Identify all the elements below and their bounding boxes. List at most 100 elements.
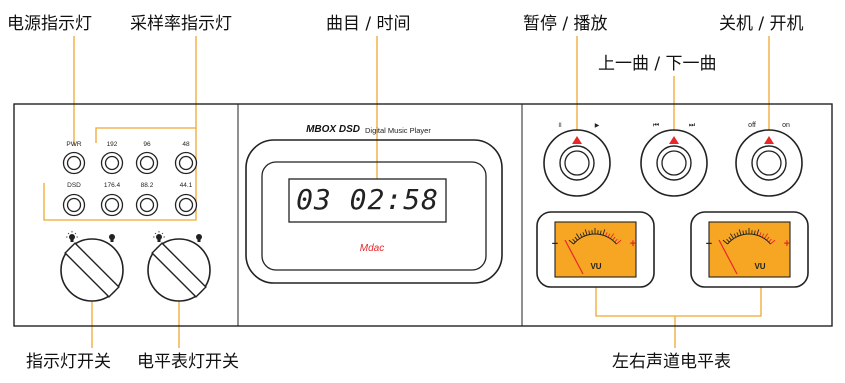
vu-tick: [607, 233, 611, 238]
knob-grip: [64, 242, 120, 298]
vu-tick: [616, 239, 622, 245]
vu-left-label: VU: [590, 262, 602, 271]
vu-needle: [564, 239, 584, 275]
play-pause-button: [543, 129, 611, 197]
bulb-ray: [154, 232, 157, 235]
vu-scale-arc: [573, 233, 617, 245]
vu-right-label: VU: [754, 262, 766, 271]
knob-bar: [151, 242, 207, 298]
vu-right-plus: +: [783, 238, 791, 250]
brand-logo: MBOX DSD: [306, 124, 360, 135]
led-top-2: [135, 151, 159, 175]
knob-grip: [151, 242, 207, 298]
led-top-3: [174, 151, 198, 175]
display-outer-frame: [245, 139, 503, 284]
vu-tick: [612, 236, 616, 241]
vu-tick: [761, 233, 765, 238]
led-top-1: [100, 151, 124, 175]
vu-tick: [579, 233, 583, 238]
vu-tick: [722, 239, 728, 245]
pause-glyph: II: [558, 123, 562, 129]
power-led-callout: 电源指示灯: [7, 14, 92, 34]
bulb-glass: [69, 234, 75, 240]
bulb-dim-icon: [66, 231, 78, 242]
vu-meters-callout: 左右声道电平表: [612, 352, 731, 372]
led-label-192: 192: [106, 141, 118, 148]
bulb-ray: [74, 232, 77, 235]
vu-tick: [764, 233, 769, 239]
vu-meters: [536, 211, 809, 288]
vu-tick: [738, 229, 742, 236]
play-pause-callout: 暂停 / 播放: [523, 14, 608, 34]
vu-tick: [614, 238, 618, 243]
vu-needle: [718, 239, 738, 275]
led-label-48: 48: [182, 141, 190, 148]
prev-next-button: [640, 129, 708, 197]
dac-logo: Mdac: [359, 243, 385, 254]
led-bottom-1: [100, 193, 124, 217]
on-label: on: [782, 122, 790, 129]
bulb-ray: [67, 232, 70, 235]
bulb-base: [197, 239, 201, 242]
vu-tick: [770, 239, 776, 245]
vu-tick: [599, 230, 602, 235]
button-marker-icon: [669, 136, 679, 144]
button-marker-icon: [764, 136, 774, 144]
button-cap-inner: [756, 150, 782, 176]
vu-tick: [766, 236, 770, 241]
vu-meter-left: [536, 211, 655, 288]
vu-tick: [726, 238, 730, 243]
push-buttons: [543, 129, 803, 197]
led-label-dsd: DSD: [67, 182, 81, 189]
display-inner-frame: [261, 161, 487, 271]
vu-tick: [742, 230, 745, 235]
led-lens: [66, 155, 82, 171]
vu-tick: [584, 229, 588, 236]
bulb-dim-icon: [153, 231, 165, 242]
led-top-0: [62, 151, 86, 175]
rate-top-bracket-leader: [95, 36, 197, 143]
button-cap-inner: [661, 150, 687, 176]
bulb-glass: [196, 234, 202, 240]
vu-tick: [602, 229, 606, 236]
knobs: [60, 231, 211, 302]
bulb-base: [157, 239, 161, 242]
vu-tick: [610, 233, 615, 239]
vu-tick: [568, 239, 574, 245]
led-label-44: 44.1: [179, 182, 193, 189]
vu-scale-arc: [727, 233, 771, 245]
led-lens: [66, 197, 82, 213]
sample-rate-led-callout: 采样率指示灯: [130, 14, 232, 34]
vu-tick: [733, 233, 737, 238]
led-label-88: 88.2: [140, 182, 154, 189]
vu-face: [554, 221, 637, 278]
vu-tick: [759, 232, 762, 237]
led-lens: [178, 155, 194, 171]
vu-tick: [729, 233, 734, 239]
vu-tick: [574, 236, 578, 241]
bulb-base: [70, 239, 74, 242]
vu-tick: [575, 233, 580, 239]
vu-tick: [728, 236, 732, 241]
led-lens: [139, 197, 155, 213]
prev-glyph: ⏮: [652, 122, 660, 129]
button-marker-icon: [572, 136, 582, 144]
track-time-callout: 曲目 / 时间: [326, 14, 411, 34]
meter-switch-knob: [147, 231, 211, 302]
bulb-base: [110, 239, 114, 242]
led-lens: [139, 155, 155, 171]
led-bottom-2: [135, 193, 159, 217]
vu-left-plus: +: [629, 238, 637, 250]
led-lens: [104, 155, 120, 171]
led-indicators: [62, 151, 198, 217]
vu-bracket-leader: [595, 285, 762, 317]
bulb-ray: [161, 232, 164, 235]
vu-tick: [768, 238, 772, 243]
bulb-glass: [109, 234, 115, 240]
bulb-bright-icon: [109, 234, 115, 242]
play-glyph: ▶: [594, 123, 600, 129]
brand-tagline: Digital Music Player: [365, 126, 431, 135]
off-label: off: [748, 122, 756, 129]
knob-bar: [64, 242, 120, 298]
